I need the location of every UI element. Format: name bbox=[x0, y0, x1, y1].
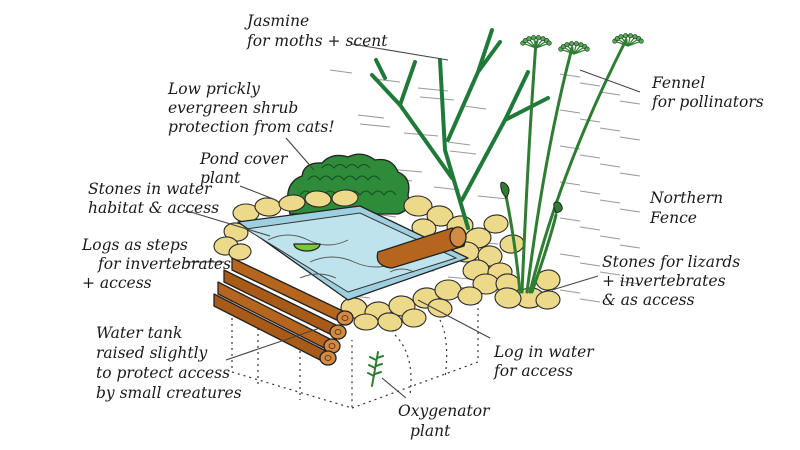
label-pond-cover-plant: Pond cover plant bbox=[199, 150, 292, 187]
label-fennel: Fennel for pollinators bbox=[651, 74, 764, 111]
label-jasmine: Jasmine for moths + scent bbox=[244, 12, 388, 50]
log-in-water bbox=[376, 226, 467, 269]
oxygenator-plant-icon bbox=[367, 351, 384, 387]
label-shrub: Low prickly evergreen shrub protection f… bbox=[167, 80, 335, 136]
label-stones-in-water: Stones in water habitat & access bbox=[88, 180, 219, 217]
water-tank bbox=[237, 205, 469, 301]
label-oxygenator-plant: Oxygenator plant bbox=[398, 402, 494, 440]
stones-group bbox=[213, 189, 561, 332]
label-water-tank: Water tank raised slightly to protect ac… bbox=[96, 324, 242, 402]
label-logs-as-steps: Logs as steps for invertebrates + access bbox=[81, 236, 236, 292]
jasmine-plant bbox=[370, 28, 550, 230]
label-stones-for-lizards: Stones for lizards + invertebrates & as … bbox=[602, 253, 745, 309]
label-northern-fence: Northern Fence bbox=[649, 189, 728, 227]
leader-lines bbox=[183, 43, 641, 399]
lily-pad-icon bbox=[293, 243, 321, 252]
logs-as-steps bbox=[213, 257, 354, 366]
fennel-plant bbox=[500, 33, 644, 294]
tank-base-outline bbox=[231, 300, 479, 409]
label-log-in-water: Log in water for access bbox=[493, 343, 599, 380]
